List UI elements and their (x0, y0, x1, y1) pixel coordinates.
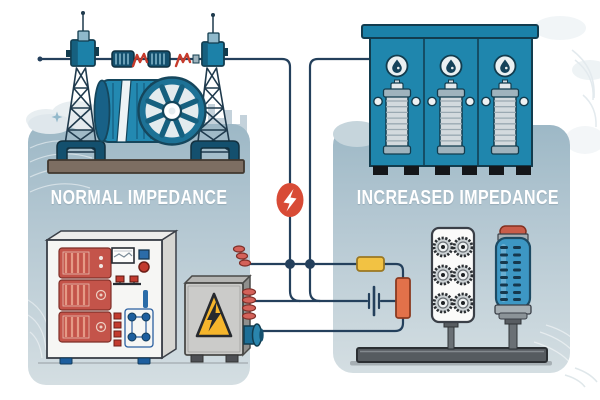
heater-element (439, 90, 463, 153)
right-feeder-wire (308, 57, 372, 303)
line-inductor (111, 50, 135, 68)
load-scene (350, 225, 552, 366)
generator-platform (47, 159, 245, 174)
droplet-icon (446, 59, 456, 73)
coil (432, 236, 474, 314)
circuit-wiring (37, 56, 411, 333)
fault-marker (174, 52, 192, 68)
droplet-icon (392, 59, 402, 73)
terminal-connectors (232, 245, 264, 347)
indicator-lamp (129, 275, 139, 283)
fault-marker (131, 52, 149, 68)
coil-bank (430, 226, 476, 350)
red-button-column (113, 312, 122, 347)
capacitor-bushing (494, 225, 532, 350)
cabinet-top-slab (361, 24, 539, 39)
red-module (58, 311, 112, 343)
cabinet-bay (373, 54, 529, 155)
junction-nodes (285, 259, 315, 269)
equipment-platform (356, 347, 548, 363)
red-modules (58, 247, 112, 343)
droplet-icon (500, 59, 510, 73)
line-inductor (147, 50, 171, 68)
turbine-fan (137, 76, 207, 146)
breaker-box (183, 245, 264, 363)
red-module (58, 279, 112, 311)
fault-indicator (276, 183, 304, 217)
right-panel-label: INCREASED IMPEDANCE (356, 187, 559, 209)
cabinet-feet (373, 166, 531, 175)
bottom-branch-wire (246, 315, 405, 333)
control-cabinet (44, 229, 179, 365)
blue-slot (143, 290, 148, 308)
heater-element (493, 90, 517, 153)
generator-turbine (93, 76, 207, 146)
control-scene (38, 229, 264, 365)
line-devices (66, 11, 228, 68)
switchgear-cabinet (361, 24, 539, 175)
red-module (58, 247, 112, 279)
left-panel-label: NORMAL IMPEDANCE (50, 187, 228, 209)
heater-element (385, 90, 409, 153)
relay-schematic (124, 308, 154, 348)
left-feeder-wire (38, 57, 302, 303)
battery-symbol (367, 285, 381, 317)
series-resistor (356, 256, 385, 272)
generation-scene (47, 11, 245, 174)
lightning-bolt-icon (283, 189, 297, 212)
shunt-resistor (395, 277, 411, 319)
warning-bolt-icon (207, 301, 221, 332)
capacitor-vents (500, 246, 521, 301)
sparkle-icon (51, 111, 63, 123)
top-branch-wire (244, 262, 405, 281)
red-knob (138, 261, 150, 273)
meter-display (111, 247, 135, 264)
control-column (111, 247, 154, 348)
indicator-lamp (115, 275, 125, 283)
blue-button (138, 249, 150, 260)
